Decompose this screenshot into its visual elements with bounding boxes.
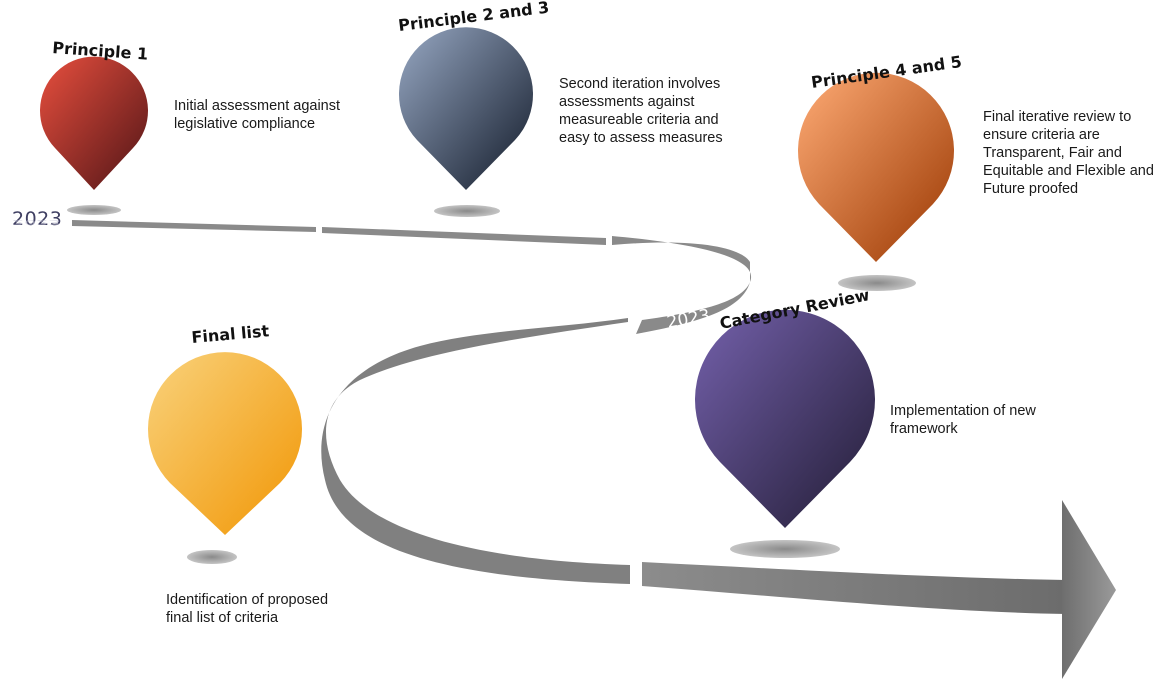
milestone-description-category-review: Implementation of new framework xyxy=(890,402,1036,438)
pin-shadow xyxy=(838,275,916,291)
milestone-description-principle-4-and-5: Final iterative review to ensure criteri… xyxy=(983,108,1154,198)
description-line: Final iterative review to xyxy=(983,109,1132,125)
road-segment-curve-lower xyxy=(321,318,630,584)
road-segment-final xyxy=(642,562,1066,614)
timeline-start-year-reflection: 2023 xyxy=(12,218,61,226)
description-line: Transparent, Fair and xyxy=(983,145,1122,161)
milestone-description-principle-1: Initial assessment against legislative c… xyxy=(174,97,340,133)
road-segment-top-2 xyxy=(322,227,606,245)
description-line: assessments against xyxy=(559,94,695,110)
description-line: Identification of proposed xyxy=(166,592,329,608)
pin-shadow xyxy=(434,205,500,217)
milestone-description-final-list: Identification of proposed final list of… xyxy=(166,591,328,627)
description-line: Initial assessment against xyxy=(174,98,341,114)
arrow-head xyxy=(1062,500,1116,679)
timeline-start-year: 2023 xyxy=(12,208,63,230)
pin-marker-principle-1 xyxy=(40,56,148,190)
description-line: Future proofed xyxy=(983,181,1079,197)
description-line: Second iteration involves xyxy=(559,76,721,92)
pin-shadow xyxy=(67,205,121,215)
road-segment-curve-upper xyxy=(612,236,752,334)
road-segment-top xyxy=(72,220,316,232)
pin-shadow xyxy=(730,540,840,558)
description-line: easy to assess measures xyxy=(559,130,723,146)
description-line: framework xyxy=(890,421,958,437)
milestone-description-principle-2-and-3: Second iteration involves assessments ag… xyxy=(559,75,723,147)
description-line: Implementation of new xyxy=(890,403,1036,419)
description-line: final list of criteria xyxy=(166,610,279,626)
milestone-title-final-list: Final list xyxy=(191,321,271,347)
description-line: legislative compliance xyxy=(174,116,316,132)
pin-shadow xyxy=(187,550,237,564)
pin-marker-principle-2-and-3 xyxy=(399,27,533,191)
timeline-mid-year: 2023 xyxy=(665,306,711,333)
pin-marker-principle-4-and-5 xyxy=(797,72,954,262)
milestone-title-principle-1: Principle 1 xyxy=(52,38,149,64)
description-line: measureable criteria and xyxy=(559,112,719,128)
description-line: ensure criteria are xyxy=(983,127,1100,143)
pin-marker-category-review xyxy=(695,309,875,528)
description-line: Equitable and Flexible and xyxy=(983,163,1154,179)
pin-marker-final-list xyxy=(148,352,302,535)
